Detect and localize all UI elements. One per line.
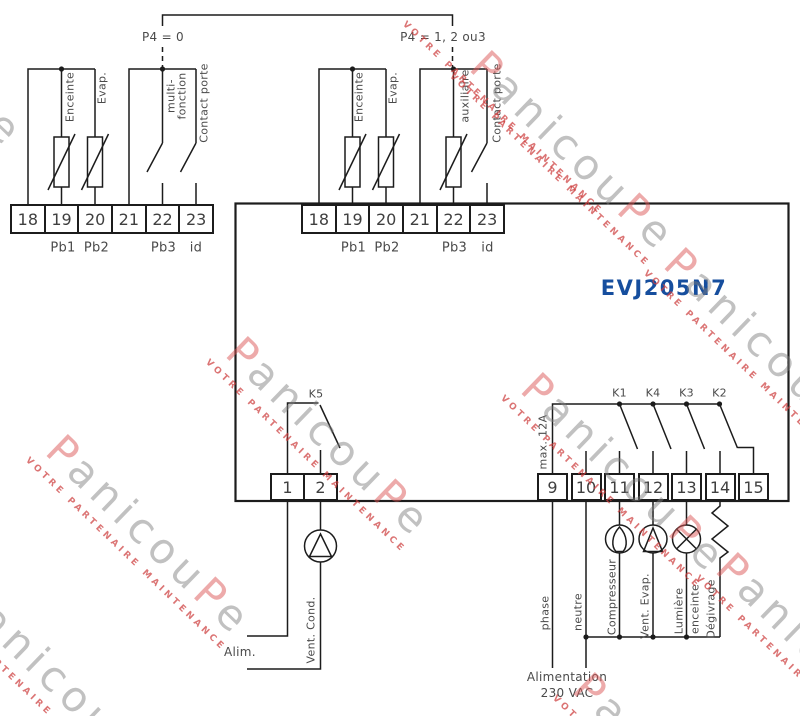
evaporator-fan-symbol <box>638 524 668 554</box>
load-label-evap-fan: Vent. Evap. <box>638 573 652 639</box>
port-label-pb1-left: Pb1 <box>50 240 76 256</box>
probe-label-enceinte-right: Enceinte <box>352 71 366 123</box>
sensor-wiring-left <box>27 68 197 204</box>
relay-label-k2: K2 <box>712 386 727 399</box>
port-label-pb2-left: Pb2 <box>83 240 110 256</box>
relay-label-k5: K5 <box>308 387 324 401</box>
door-switch-right <box>470 69 488 204</box>
neutral-label: neutre <box>571 593 585 631</box>
load-label-defrost: Dégivrage <box>704 579 718 639</box>
thermistor-pb2-left <box>86 136 104 188</box>
terminal-right-21: 21 <box>402 204 438 234</box>
terminal-left-21: 21 <box>111 204 147 234</box>
port-label-pb3-left: Pb3 <box>150 240 177 256</box>
load-label-light-line2: enceinte <box>688 583 701 635</box>
sensor-wiring-right <box>318 68 488 204</box>
terminal-left-20: 20 <box>77 204 113 234</box>
terminal-9: 9 <box>537 473 568 501</box>
condenser-fan-wiring <box>247 501 338 670</box>
load-label-condenser-fan: Vent. Cond. <box>304 596 318 664</box>
terminal-left-18: 18 <box>10 204 46 234</box>
relay-rating-label: max. 12A <box>536 414 549 470</box>
terminal-right-19: 19 <box>334 204 371 234</box>
terminal-15: 15 <box>738 473 769 501</box>
thermistor-pb2-right <box>377 136 395 188</box>
probe-label-evap-right: Evap. <box>386 71 399 105</box>
terminal-right-23: 23 <box>469 204 505 234</box>
terminal-left-19: 19 <box>43 204 80 234</box>
terminal-14: 14 <box>704 473 736 501</box>
defrost-heater-symbol <box>710 501 730 637</box>
port-label-pb1-right: Pb1 <box>340 240 367 256</box>
device-model: EVJ205N7 <box>600 276 728 300</box>
door-switch-left <box>179 69 197 204</box>
terminal-left-23: 23 <box>178 204 214 234</box>
port-label-pb3-right: Pb3 <box>441 240 468 256</box>
port-label-pb2-right: Pb2 <box>374 240 400 256</box>
p4-bracket <box>161 14 454 68</box>
relay-label-k4: K4 <box>645 386 661 399</box>
phase-label: phase <box>538 595 551 631</box>
light-symbol <box>671 524 702 554</box>
thermistor-pb1-left <box>53 136 70 188</box>
terminal-right-22: 22 <box>435 204 472 234</box>
terminal-11: 11 <box>604 473 635 501</box>
terminal-10: 10 <box>570 473 602 501</box>
load-label-compressor: Compresseur <box>605 558 618 636</box>
probe-label-auxiliaire: auxiliaire <box>458 69 471 123</box>
junction-dots <box>58 66 723 640</box>
relay-contacts <box>551 403 755 473</box>
terminal-left-22: 22 <box>144 204 181 234</box>
terminal-right-20: 20 <box>368 204 404 234</box>
p4-config-right: P4 = 1, 2 ou3 <box>400 30 486 44</box>
door-label-left: Contact porte <box>197 63 210 143</box>
p4-config-left: P4 = 0 <box>142 30 184 44</box>
load-label-light-line1: Lumière <box>672 587 685 635</box>
supply-label-alim: Alim. <box>224 645 256 659</box>
thermistor-pb1-right <box>344 136 361 188</box>
multifunction-switch <box>146 69 164 204</box>
terminal-12: 12 <box>637 473 669 501</box>
thermistor-pb3-right <box>445 136 462 188</box>
supply-voltage-line1: Alimentation <box>526 670 608 684</box>
probe-label-enceinte-left: Enceinte <box>63 71 77 123</box>
compressor-symbol <box>604 524 635 554</box>
condenser-fan-symbol <box>303 529 338 563</box>
relay-label-k1: K1 <box>612 386 627 399</box>
terminal-right-18: 18 <box>301 204 337 234</box>
terminal-13: 13 <box>671 473 702 501</box>
door-label-right: Contact porte <box>490 63 504 143</box>
probe-label-evap-left: Evap. <box>95 71 109 105</box>
port-label-id-right: id <box>481 240 494 256</box>
multifunction-label-line2: fonction <box>175 72 189 120</box>
terminal-2: 2 <box>303 473 338 501</box>
terminal-1: 1 <box>270 473 305 501</box>
relay-label-k3: K3 <box>679 386 694 399</box>
supply-voltage-line2: 230 VAC <box>540 686 594 700</box>
port-label-id-left: id <box>189 240 203 256</box>
controller-outline <box>234 202 790 503</box>
relay-k5-contact <box>286 402 341 473</box>
